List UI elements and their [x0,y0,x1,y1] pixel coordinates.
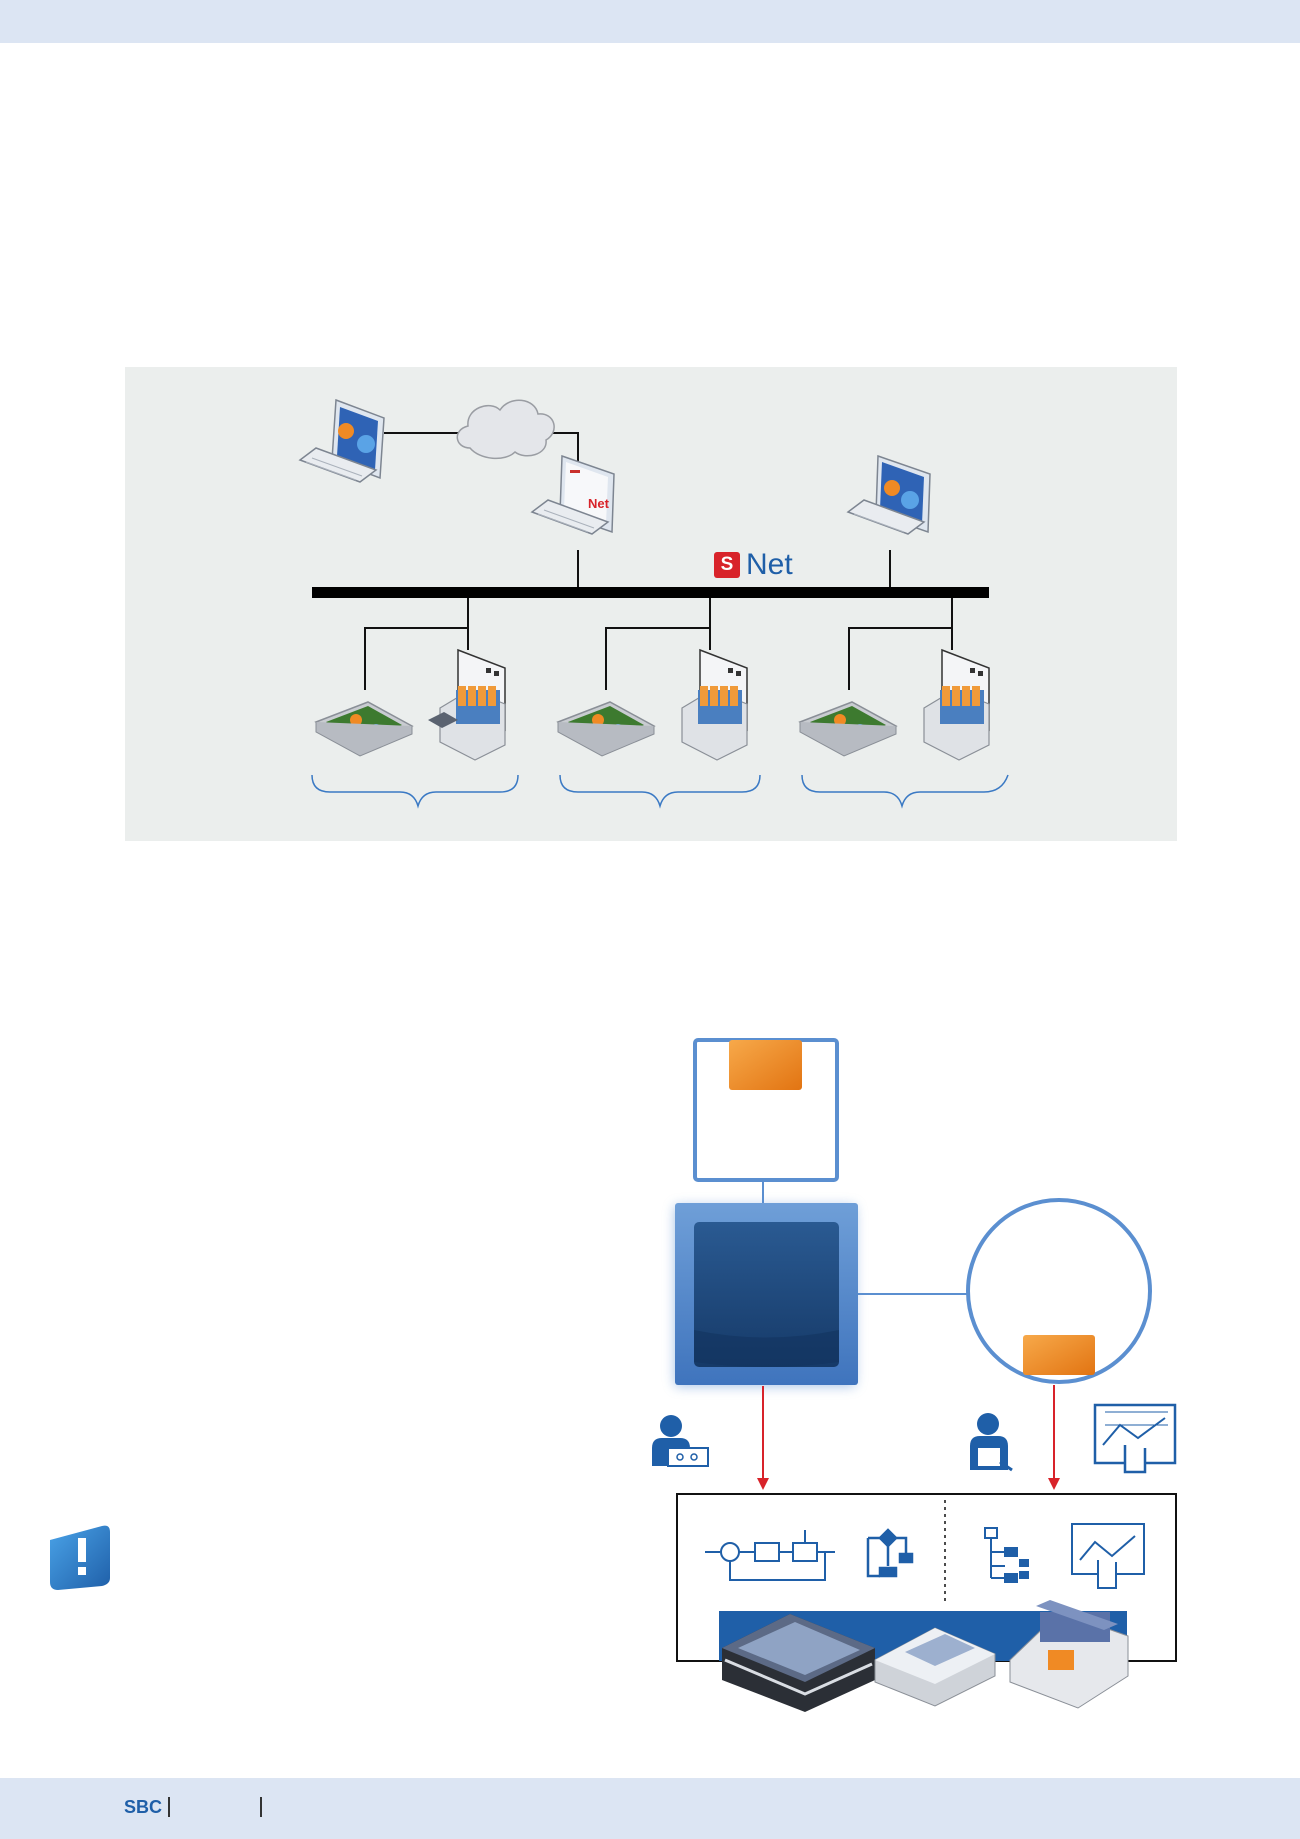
flowchart-icon [866,1528,914,1578]
snet-logo-icon: S [714,552,740,578]
controller-icon [428,648,506,761]
snet-label-text: Net [746,548,793,581]
control-loop-icon [705,1530,835,1581]
controller-icon [923,648,990,761]
library-box [693,1038,839,1182]
local-web-client-icon [846,454,931,535]
web-editor-workstation-icon: Net [530,454,615,535]
group-brace [559,774,761,809]
footer-separator [260,1797,262,1817]
pcd-controller-modular-icon [1009,1600,1129,1709]
snet-bus [312,587,989,598]
engineer-user-icon [652,1415,709,1467]
core-engine-block [675,1203,858,1386]
info-icon [50,1525,110,1590]
device-group-3 [798,648,1009,809]
touch-panel-icon [556,701,656,757]
pcd-controller-medium-icon [874,1627,996,1707]
group-brace [801,774,1009,809]
footer-band [0,1778,1300,1839]
footer-brand: SBC [124,1797,163,1817]
group-brace [311,774,519,809]
laptop-screen-text: Net [588,496,610,511]
device-group-1 [311,648,519,809]
tree-structure-icon [984,1527,1029,1583]
flow-arrows [757,1385,1060,1490]
device-group-2 [556,648,761,809]
touch-panel-icon [314,701,414,757]
remote-web-client-icon [298,398,385,483]
visualization-icon [1093,1403,1177,1474]
device-drop-lines [364,598,953,690]
pcd-controller-large-icon [722,1614,875,1712]
cloud-icon [456,399,555,460]
network-diagram-panel [125,367,1177,841]
hmi-editor-icon [1071,1523,1145,1589]
operator-user-icon [970,1413,1013,1472]
header-band [0,0,1300,43]
controller-icon [681,648,748,761]
extension-circle [966,1198,1152,1384]
network-lines [384,432,891,590]
touch-panel-icon [798,701,898,757]
snet-bus-label: S Net [714,548,793,581]
footer-separator [168,1797,170,1817]
